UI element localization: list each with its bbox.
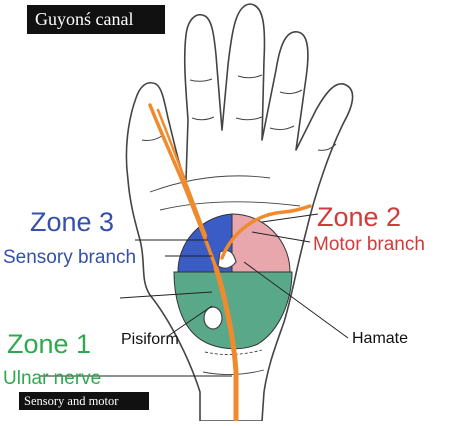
ulnar-nerve-main <box>213 265 239 424</box>
footer-caption: Sensory and motor <box>19 392 149 410</box>
motor-branch-path <box>220 204 312 260</box>
zone2-region <box>231 213 291 273</box>
title-banner: Guyonś canal <box>27 5 165 34</box>
zone1-label: Zone 1 <box>7 329 92 359</box>
ulnar-nerve-label: Ulnar nerve <box>3 368 102 389</box>
pisiform-bone <box>203 306 223 330</box>
ulnar-nerve-paths <box>148 103 312 424</box>
sensory-branch-label: Sensory branch <box>3 247 137 268</box>
zone2-label: Zone 2 <box>317 202 402 232</box>
motor-branch-label: Motor branch <box>313 234 425 255</box>
zone3-label: Zone 3 <box>30 207 115 237</box>
leader-lines <box>40 213 349 377</box>
pisiform-label: Pisiform <box>121 331 179 348</box>
sensory-branch-path <box>148 103 218 270</box>
hamate-label: Hamate <box>352 330 409 347</box>
